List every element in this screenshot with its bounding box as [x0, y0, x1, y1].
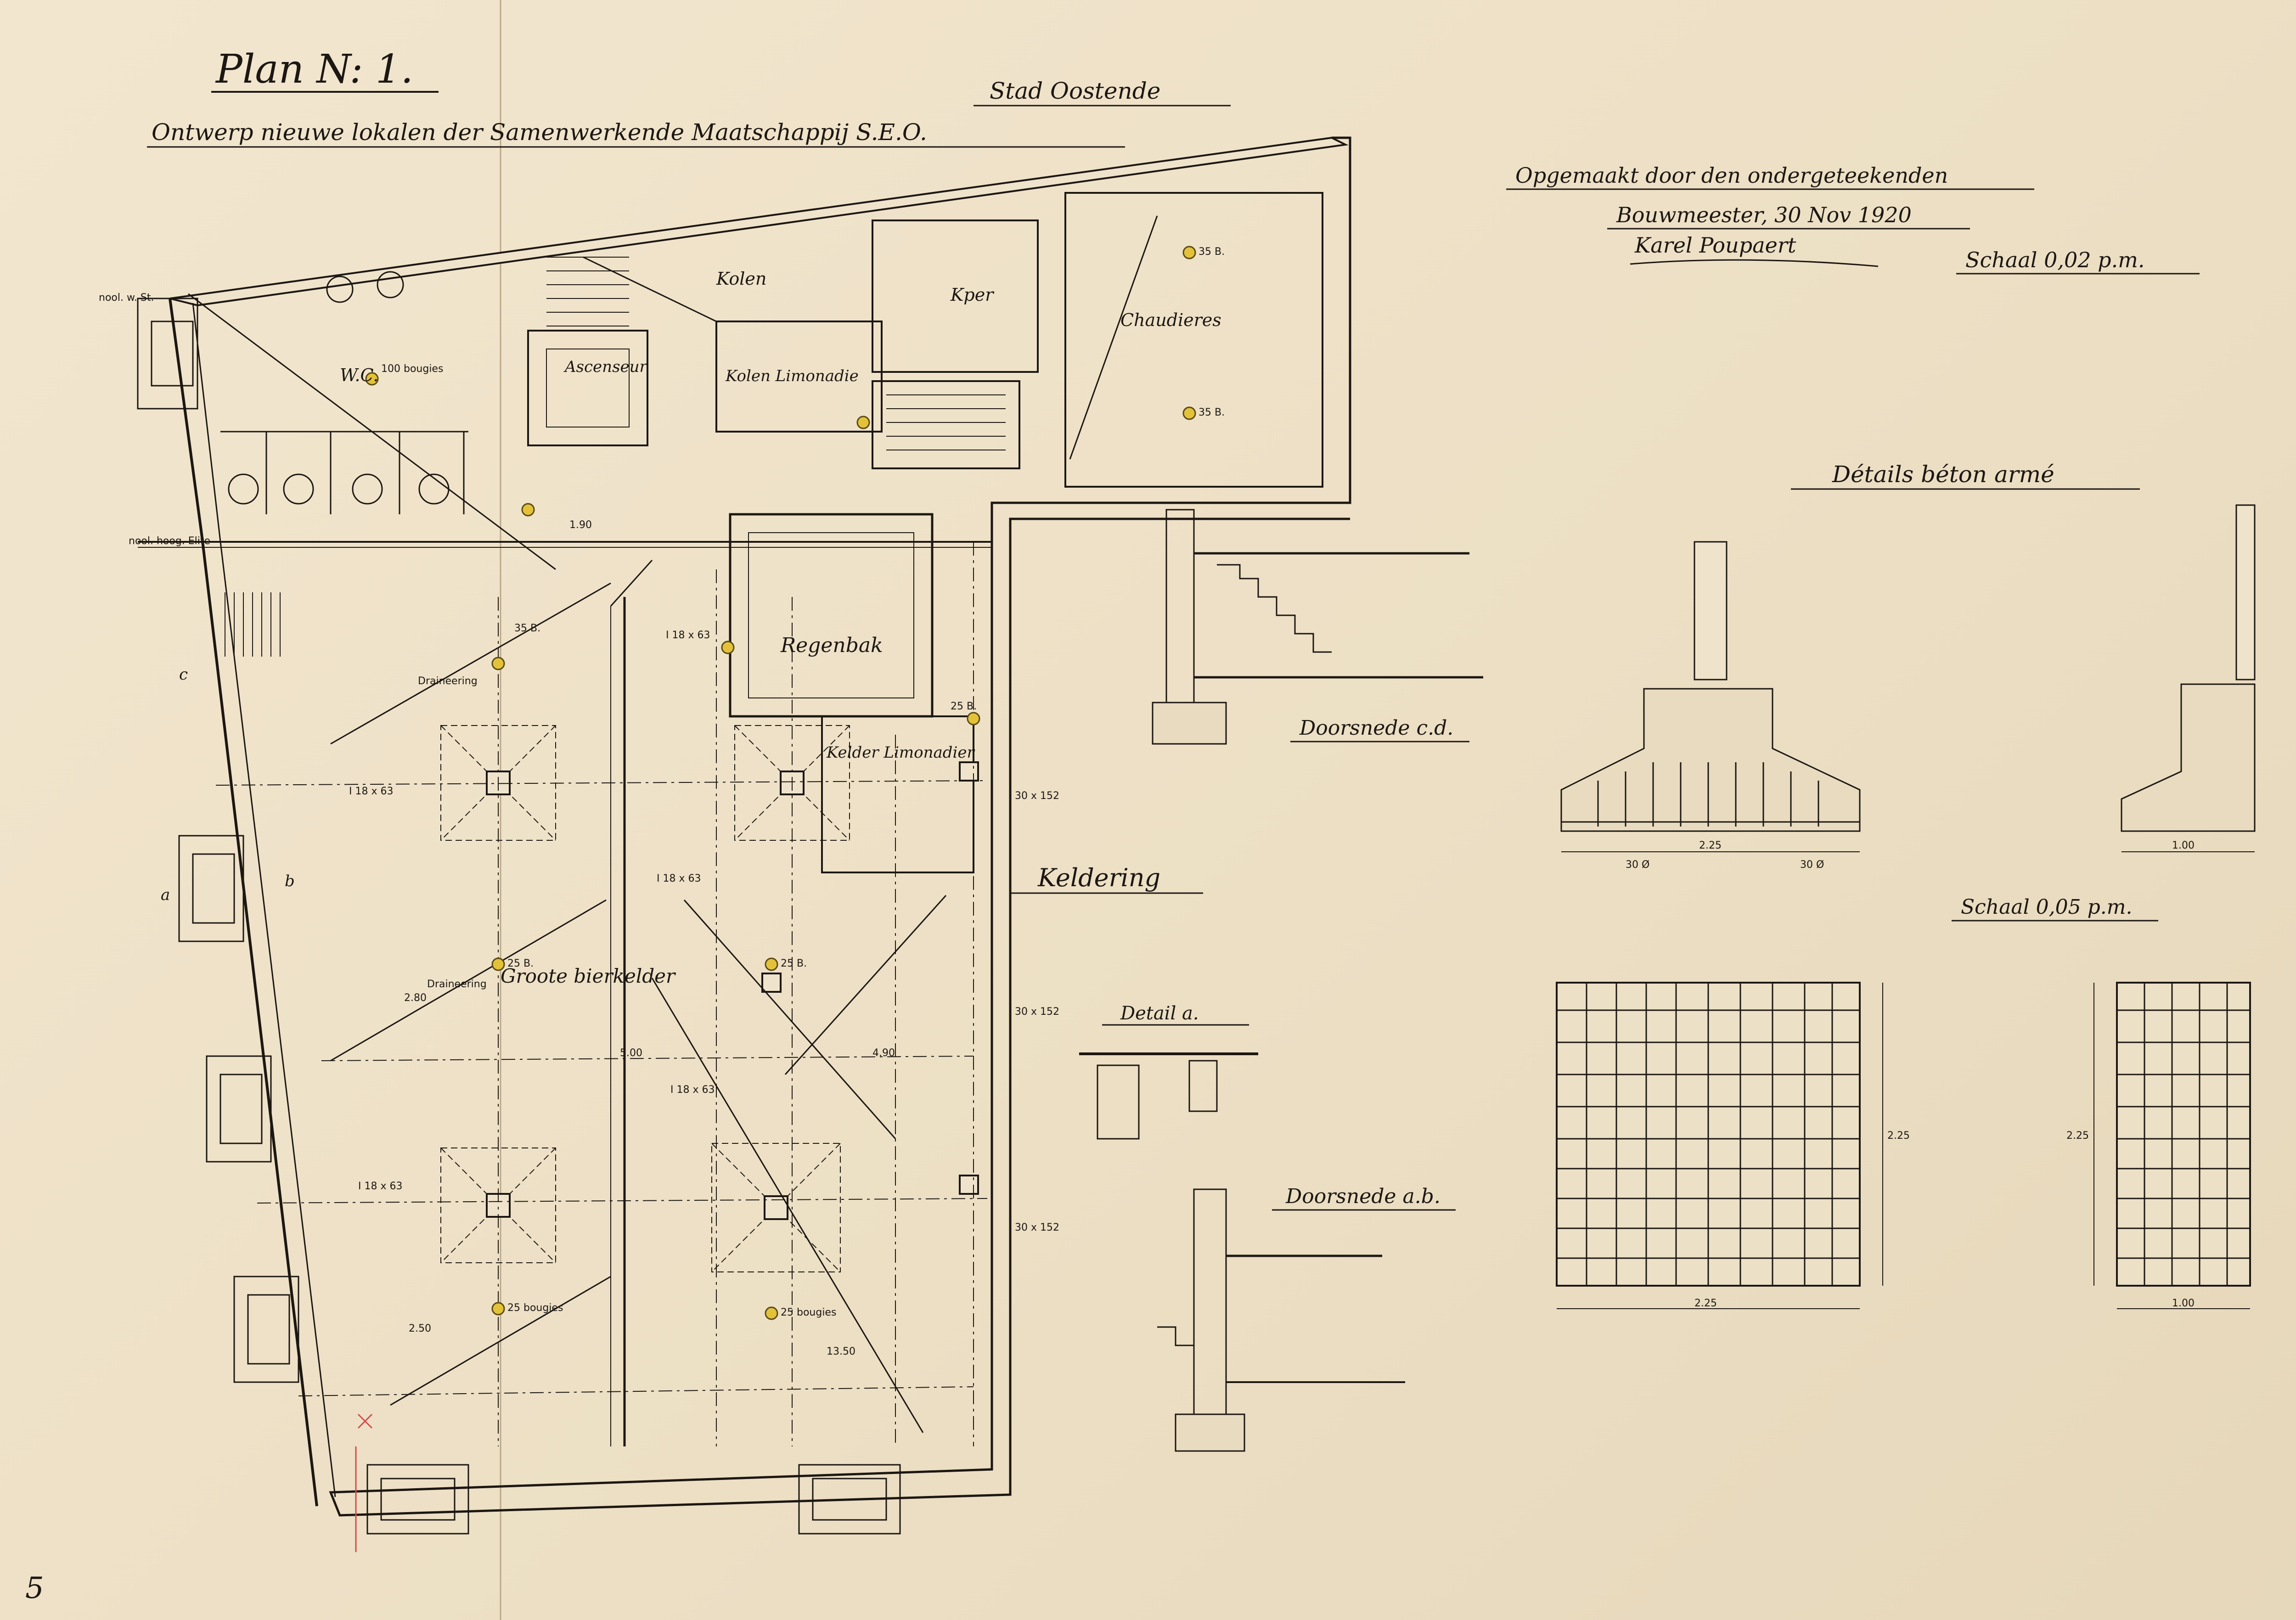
bars-label-2: 30 Ø: [1800, 859, 1824, 871]
label-draining-1: Draineering: [418, 675, 478, 687]
beam-label-6: 30 x 152: [1015, 790, 1059, 802]
lamp-label-2: 35 B.: [1199, 246, 1225, 258]
red-mark: [355, 1413, 373, 1552]
room-chaudieres: Chaudieres: [1120, 310, 1221, 330]
label-niveau-1: nool. w. St.: [99, 292, 154, 304]
dim-4: 2.80: [404, 992, 427, 1004]
grid-height-1: 2.25: [1887, 1130, 1910, 1142]
section-cd-drawing: [1152, 509, 1483, 745]
lamp-label-4: 25 B.: [507, 958, 534, 969]
sheet-number: 5: [25, 1571, 44, 1605]
footing-width-1: 2.25: [1699, 840, 1722, 851]
basement-walls: [138, 136, 1351, 1517]
column-footings: [440, 725, 850, 1272]
label-niveau-2: nool. hoog. Elite: [129, 535, 210, 547]
detail-a-drawing: [1079, 1052, 1258, 1140]
signature-flourish: [1630, 259, 1879, 267]
architect-date: Bouwmeester, 30 Nov 1920: [1616, 202, 1912, 227]
made-by: Opgemaakt door den ondergeteekenden: [1515, 163, 1948, 188]
signature: Karel Poupaert: [1634, 233, 1796, 258]
beam-label-1: I 18 x 63: [349, 786, 393, 797]
level-mark-c: c: [179, 665, 188, 684]
section-ab-drawing: [1157, 1188, 1405, 1452]
lamp-label-8: 25 bougies: [781, 1307, 836, 1318]
details-scale: Schaal 0,05 p.m.: [1961, 895, 2132, 919]
room-kolen: Kolen: [716, 269, 766, 289]
level-mark-a: a: [161, 886, 170, 904]
room-kelder-limonadier: Kelder Limonadier: [826, 743, 975, 762]
lamp-label-5: 25 B.: [781, 958, 807, 969]
detail-a-label: Detail a.: [1120, 1003, 1199, 1024]
dim-2: 5.00: [620, 1047, 642, 1059]
beam-label-4: I 18 x 63: [670, 1084, 715, 1096]
label-draining-2: Draineering: [427, 979, 487, 990]
room-ascenseur: Ascenseur: [563, 358, 648, 376]
main-scale: Schaal 0,02 p.m.: [1965, 248, 2144, 272]
lamp-markers: [365, 246, 1196, 1320]
city-title: Stad Oostende: [990, 78, 1160, 104]
dim-5: 1.90: [569, 519, 592, 531]
lamp-label-9: 100 bougies: [381, 363, 443, 375]
room-kper: Kper: [950, 285, 995, 305]
beam-label-5: I 18 x 63: [666, 630, 710, 641]
dim-total: 13.50: [827, 1346, 855, 1357]
grid-width-2: 1.00: [2172, 1298, 2195, 1309]
section-ab-label: Doorsnede a.b.: [1285, 1185, 1441, 1208]
room-groote-bierkelder: Groote bierkelder: [501, 965, 676, 987]
project-title: Ontwerp nieuwe lokalen der Samenwerkende…: [152, 119, 927, 146]
beam-label-2: I 18 x 63: [657, 873, 701, 884]
grid-height-2: 2.25: [2066, 1130, 2089, 1142]
rebar-grid-large: [1556, 982, 1883, 1309]
plan-number: Plan N: 1.: [215, 46, 413, 92]
dim-1: 4.90: [872, 1047, 895, 1059]
footing-section-small: [2121, 504, 2256, 852]
footing-width-2: 1.00: [2172, 840, 2195, 851]
room-kolen-limonadie: Kolen Limonadie: [725, 367, 859, 385]
room-wc: W.C.: [340, 365, 378, 385]
plan-title: Keldering: [1037, 863, 1160, 892]
bars-label-1: 30 Ø: [1626, 859, 1649, 871]
footing-section-large: [1560, 541, 1861, 852]
lamp-label-3: 35 B.: [1199, 407, 1225, 418]
details-title: Détails béton armé: [1832, 461, 2054, 488]
rebar-grid-small: [2093, 982, 2251, 1309]
room-regenbak: Regenbak: [780, 634, 883, 657]
beam-label-8: 30 x 152: [1015, 1222, 1059, 1233]
level-mark-b: b: [285, 872, 295, 890]
drainage-lines: [188, 215, 1158, 1433]
dim-3: 2.50: [409, 1323, 431, 1334]
beam-label-7: 30 x 152: [1015, 1006, 1059, 1018]
wall-piers: [137, 298, 901, 1535]
beam-axes: [215, 542, 988, 1446]
grid-width-1: 2.25: [1694, 1298, 1717, 1309]
section-cd-label: Doorsnede c.d.: [1299, 716, 1453, 740]
lamp-label-6: 25 B.: [951, 701, 977, 712]
columns: [486, 761, 979, 1220]
lamp-label-1: 35 B.: [514, 623, 540, 634]
beam-label-3: I 18 x 63: [358, 1181, 402, 1192]
lamp-label-7: 25 bougies: [507, 1302, 563, 1314]
